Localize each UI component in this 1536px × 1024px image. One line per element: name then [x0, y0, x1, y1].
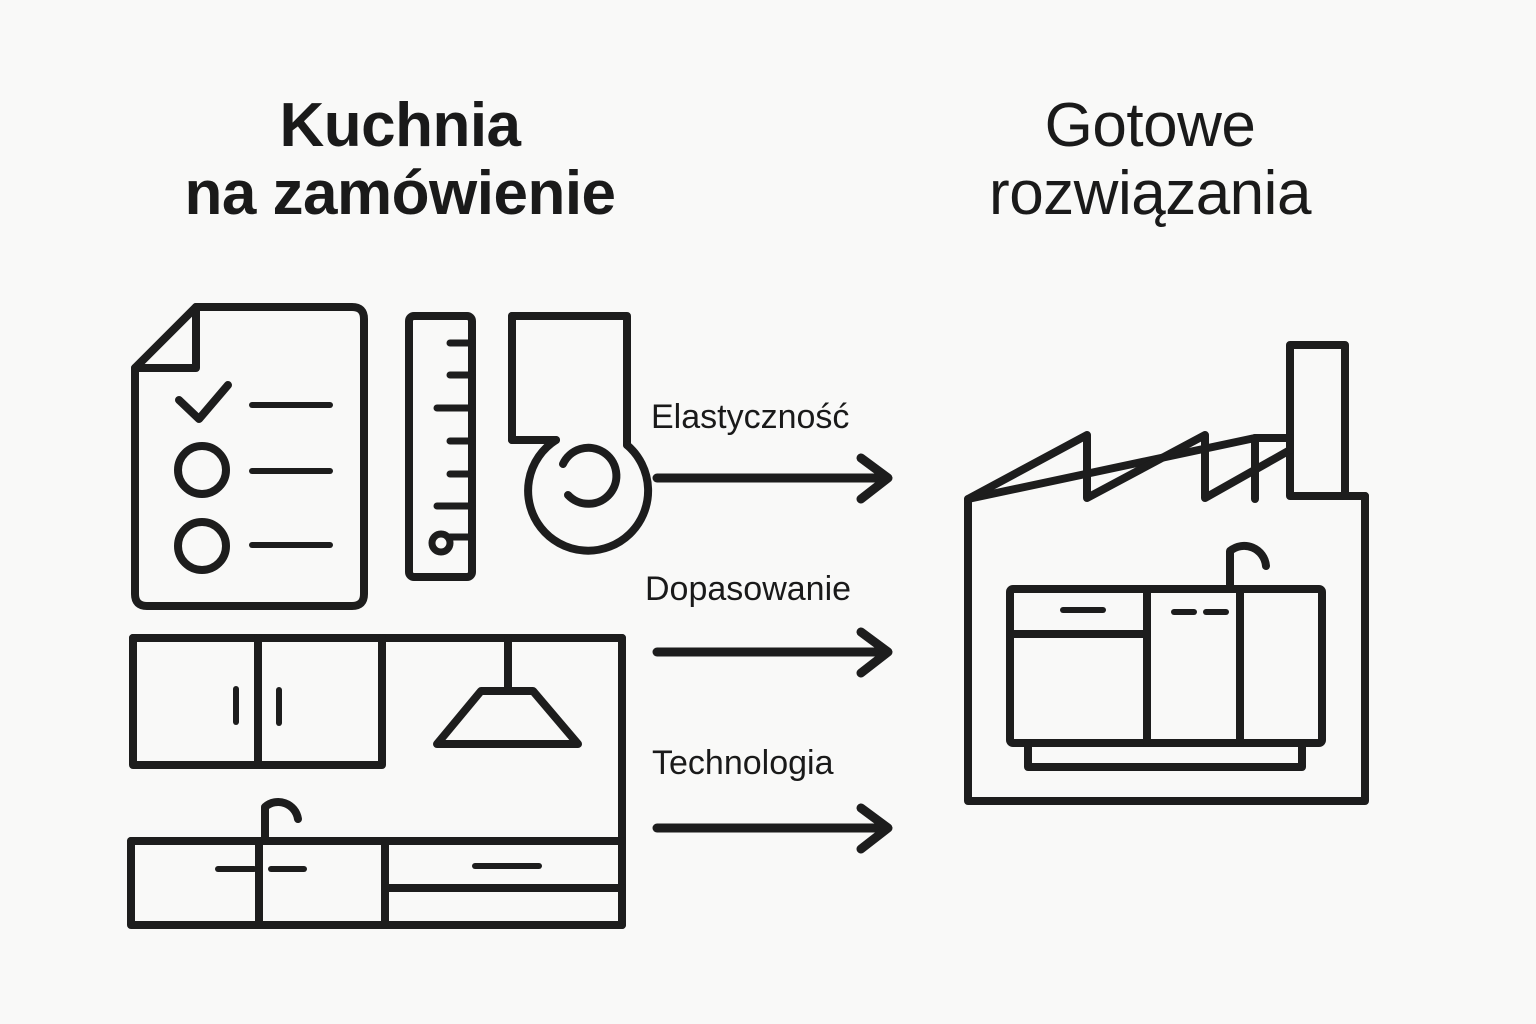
lower-cabinets-with-faucet-icon — [127, 798, 626, 929]
arrow-fit — [652, 627, 893, 678]
faucet-icon — [261, 798, 302, 844]
ruler-hole-icon — [428, 530, 454, 556]
chimney-icon — [1286, 341, 1369, 500]
faucet-icon — [1226, 541, 1270, 592]
arrow-label-flexibility: Elastyczność — [651, 398, 850, 436]
upper-cabinets-icon — [129, 634, 626, 929]
arrow-technology — [652, 803, 893, 854]
checklist-document-icon — [131, 303, 368, 610]
heading-custom-kitchen: Kuchnia na zamówienie — [184, 91, 616, 229]
checkmark-icon — [175, 381, 232, 423]
sawtooth-roof-icon — [964, 431, 1294, 503]
kitchen-cabinet-unit-icon — [1006, 541, 1326, 771]
paint-roller-swatch-icon — [508, 312, 653, 555]
ruler-icon — [405, 312, 476, 581]
factory-building-icon — [964, 341, 1369, 805]
heading-ready-solutions: Gotowe rozwiązania — [989, 91, 1311, 229]
pendant-hood-lamp-icon — [433, 636, 582, 748]
toe-kick-base — [1024, 739, 1306, 771]
arrow-label-fit: Dopasowanie — [645, 570, 852, 608]
checkbox-circle-icon — [174, 442, 230, 498]
checkbox-circle-icon — [174, 518, 230, 574]
arrow-flexibility — [652, 453, 893, 504]
arrow-label-technology: Technologia — [652, 744, 834, 782]
